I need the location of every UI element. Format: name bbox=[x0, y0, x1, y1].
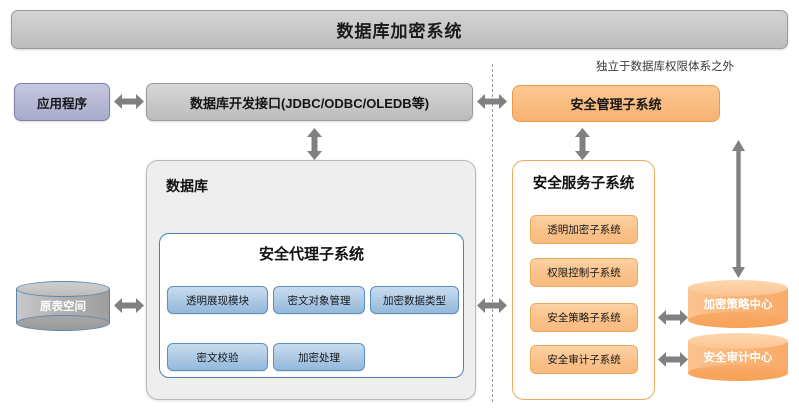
original-tablespace-cylinder[interactable]: 原表空间 bbox=[16, 281, 110, 331]
double-arrow-horizontal-icon bbox=[658, 309, 688, 326]
double-arrow-horizontal-icon bbox=[477, 297, 507, 314]
double-arrow-vertical-icon bbox=[731, 140, 746, 278]
cylinder-bottom-ellipse bbox=[688, 312, 788, 328]
service-security-policy[interactable]: 安全策略子系统 bbox=[530, 303, 638, 332]
database-api-box[interactable]: 数据库开发接口(JDBC/ODBC/OLEDB等) bbox=[146, 83, 473, 121]
diagram-title-bar: 数据库加密系统 bbox=[11, 10, 788, 49]
cylinder-bottom-ellipse bbox=[688, 365, 788, 381]
module-ciphertext-verification[interactable]: 密文校验 bbox=[167, 343, 268, 371]
double-arrow-vertical-icon bbox=[574, 128, 591, 160]
database-container-title: 数据库 bbox=[166, 178, 208, 194]
cylinder-label: 原表空间 bbox=[40, 301, 86, 313]
module-encrypted-data-type[interactable]: 加密数据类型 bbox=[370, 286, 459, 314]
security-audit-center-cylinder[interactable]: 安全审计中心 bbox=[688, 333, 788, 381]
cylinder-top-ellipse bbox=[688, 333, 788, 349]
cylinder-label: 安全审计中心 bbox=[703, 352, 773, 364]
cylinder-top-ellipse bbox=[16, 281, 110, 297]
application-box[interactable]: 应用程序 bbox=[14, 83, 110, 121]
double-arrow-horizontal-icon bbox=[658, 351, 688, 368]
page-title: 数据库加密系统 bbox=[336, 22, 463, 41]
encryption-policy-center-cylinder[interactable]: 加密策略中心 bbox=[688, 280, 788, 328]
double-arrow-horizontal-icon bbox=[114, 297, 144, 314]
module-encryption-processing[interactable]: 加密处理 bbox=[273, 343, 365, 371]
security-service-subsystem-title: 安全服务子系统 bbox=[532, 176, 635, 192]
double-arrow-vertical-icon bbox=[306, 128, 323, 160]
double-arrow-horizontal-icon bbox=[477, 93, 507, 110]
cylinder-bottom-ellipse bbox=[16, 315, 110, 331]
security-management-box[interactable]: 安全管理子系统 bbox=[512, 85, 720, 122]
dashed-vertical-divider bbox=[492, 64, 493, 402]
independence-note-label: 独立于数据库权限体系之外 bbox=[596, 61, 734, 73]
double-arrow-horizontal-icon bbox=[114, 93, 144, 110]
cylinder-top-ellipse bbox=[688, 280, 788, 296]
module-transparent-presentation[interactable]: 透明展现模块 bbox=[167, 286, 268, 314]
service-transparent-encryption[interactable]: 透明加密子系统 bbox=[530, 215, 638, 244]
cylinder-label: 加密策略中心 bbox=[703, 299, 773, 311]
service-permission-control[interactable]: 权限控制子系统 bbox=[530, 258, 638, 287]
security-agent-subsystem-title: 安全代理子系统 bbox=[258, 246, 364, 263]
service-security-audit[interactable]: 安全审计子系统 bbox=[530, 345, 638, 374]
module-ciphertext-object-management[interactable]: 密文对象管理 bbox=[273, 286, 365, 314]
